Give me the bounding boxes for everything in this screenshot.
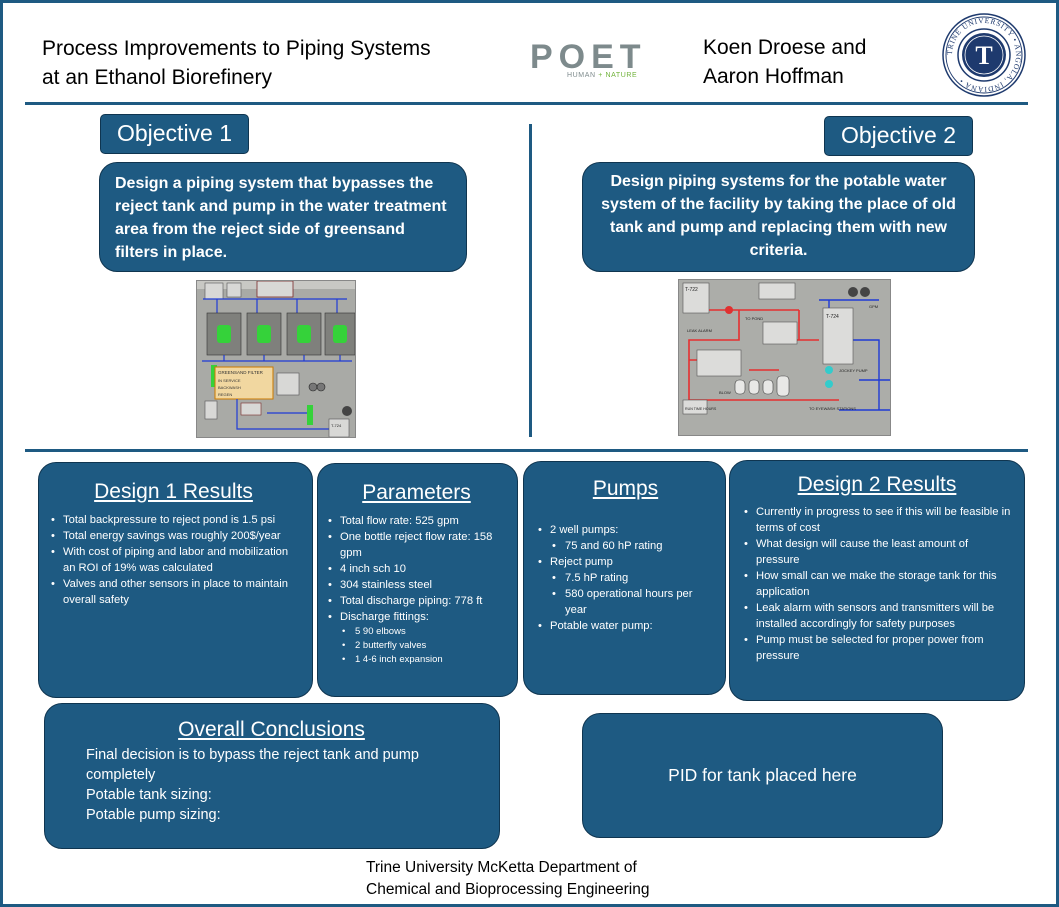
design-2-results-card: Design 2 Results Currently in progress t… — [729, 460, 1025, 701]
list-item: Total discharge piping: 778 ft — [324, 593, 509, 609]
objective-2-text: Design piping systems for the potable wa… — [601, 173, 956, 259]
title-line-1: Process Improvements to Piping Systems — [42, 37, 431, 60]
svg-text:BACKWASH: BACKWASH — [218, 385, 241, 390]
list-item: 304 stainless steel — [324, 577, 509, 593]
potable-water-hmi-image: T-722 T-724 LEAK ALARM TO POND JOCKEY PU… — [679, 280, 890, 435]
authors: Koen Droese and Aaron Hoffman — [703, 33, 923, 91]
parameters-card: Parameters Total flow rate: 525 gpm One … — [317, 463, 518, 697]
svg-text:T-724: T-724 — [331, 423, 342, 428]
design-2-results-title: Design 2 Results — [797, 473, 957, 496]
poster-title: Process Improvements to Piping Systems a… — [42, 34, 512, 92]
pumps-title: Pumps — [592, 477, 659, 500]
poet-logo-tagline: HUMAN + NATURE — [567, 72, 638, 79]
poet-logo-word: POET — [530, 38, 647, 76]
svg-text:LEAK ALARM: LEAK ALARM — [687, 328, 712, 333]
footer-line-2: Chemical and Bioprocessing Engineering — [366, 881, 650, 898]
list-item: With cost of piping and labor and mobili… — [47, 544, 300, 576]
svg-text:IN SERVICE: IN SERVICE — [218, 378, 241, 383]
list-item: Valves and other sensors in place to mai… — [47, 576, 300, 608]
parameters-list: Total flow rate: 525 gpm One bottle reje… — [324, 513, 509, 667]
design-1-results-title: Design 1 Results — [94, 480, 253, 503]
objective-1-label: Objective 1 — [100, 114, 249, 154]
svg-text:T-722: T-722 — [685, 287, 698, 293]
objectives-divider — [529, 124, 532, 437]
list-item: 2 well pumps: — [534, 522, 717, 538]
reject-system-hmi-image: GREENSAND FILTER IN SERVICE BACKWASH REG… — [197, 281, 355, 437]
list-item: Total energy savings was roughly 200$/ye… — [47, 528, 300, 544]
svg-text:REGEN: REGEN — [218, 392, 232, 397]
objective-2-card: Design piping systems for the potable wa… — [582, 162, 975, 272]
objective-1-card: Design a piping system that bypasses the… — [99, 162, 467, 272]
list-item: 5 90 elbows — [324, 625, 509, 639]
svg-text:JOCKEY PUMP: JOCKEY PUMP — [839, 368, 868, 373]
poet-logo: POET HUMAN + NATURE — [530, 40, 680, 86]
svg-text:BLOW: BLOW — [719, 390, 731, 395]
list-item: Total flow rate: 525 gpm — [324, 513, 509, 529]
design-1-results-list: Total backpressure to reject pond is 1.5… — [47, 512, 300, 608]
footer-line-1: Trine University McKetta Department of — [366, 859, 637, 876]
svg-text:TO EYEWASH STATIONS: TO EYEWASH STATIONS — [809, 406, 856, 411]
authors-line-1: Koen Droese and — [703, 36, 867, 59]
authors-line-2: Aaron Hoffman — [703, 65, 844, 88]
design-2-results-list: Currently in progress to see if this wil… — [740, 504, 1014, 664]
title-line-2: at an Ethanol Biorefinery — [42, 66, 272, 89]
conclusion-line: Potable pump sizing: — [86, 807, 221, 823]
potable-water-hmi-screenshot: T-722 T-724 LEAK ALARM TO POND JOCKEY PU… — [678, 279, 891, 436]
list-item: 4 inch sch 10 — [324, 561, 509, 577]
conclusion-line: completely — [86, 767, 156, 783]
list-item: One bottle reject flow rate: 158 gpm — [324, 529, 509, 561]
list-item: 7.5 hP rating — [534, 570, 717, 586]
trine-university-seal-icon: TRINE UNIVERSITY • ANGOLA, INDIANA • T — [942, 13, 1026, 97]
list-item: Reject pump — [534, 554, 717, 570]
pumps-list: 2 well pumps: 75 and 60 hP rating Reject… — [534, 522, 717, 634]
list-item: 580 operational hours per year — [534, 586, 717, 618]
conclusion-line: Final decision is to bypass the reject t… — [86, 747, 419, 763]
list-item: Pump must be selected for proper power f… — [740, 632, 1014, 664]
parameters-title: Parameters — [362, 481, 471, 504]
pid-placeholder-text: PID for tank placed here — [668, 765, 857, 785]
list-item: Leak alarm with sensors and transmitters… — [740, 600, 1014, 632]
conclusion-line: Potable tank sizing: — [86, 787, 212, 803]
pumps-card: Pumps 2 well pumps: 75 and 60 hP rating … — [523, 461, 726, 695]
svg-text:TO POND: TO POND — [745, 316, 763, 321]
objective-2-label: Objective 2 — [824, 116, 973, 156]
list-item: 1 4-6 inch expansion — [324, 653, 509, 667]
list-item: Discharge fittings: — [324, 609, 509, 625]
overall-conclusions-title: Overall Conclusions — [178, 718, 365, 741]
svg-text:T-724: T-724 — [826, 314, 839, 320]
list-item: How small can we make the storage tank f… — [740, 568, 1014, 600]
results-divider — [25, 449, 1028, 452]
list-item: 75 and 60 hP rating — [534, 538, 717, 554]
design-1-results-card: Design 1 Results Total backpressure to r… — [38, 462, 313, 698]
header-divider — [25, 102, 1028, 105]
svg-text:GPM: GPM — [869, 304, 878, 309]
pid-placeholder-card: PID for tank placed here — [582, 713, 943, 838]
footer-department: Trine University McKetta Department of C… — [366, 857, 766, 901]
svg-text:GREENSAND FILTER: GREENSAND FILTER — [218, 370, 264, 375]
svg-text:RUN TIME HOURS: RUN TIME HOURS — [685, 407, 717, 411]
list-item: 2 butterfly valves — [324, 639, 509, 653]
list-item: Total backpressure to reject pond is 1.5… — [47, 512, 300, 528]
svg-text:T: T — [975, 41, 992, 70]
reject-system-hmi-screenshot: GREENSAND FILTER IN SERVICE BACKWASH REG… — [196, 280, 356, 438]
list-item: Potable water pump: — [534, 618, 717, 634]
list-item: What design will cause the least amount … — [740, 536, 1014, 568]
list-item: Currently in progress to see if this wil… — [740, 504, 1014, 536]
objective-1-text: Design a piping system that bypasses the… — [115, 175, 447, 261]
overall-conclusions-card: Overall Conclusions Final decision is to… — [44, 703, 500, 849]
